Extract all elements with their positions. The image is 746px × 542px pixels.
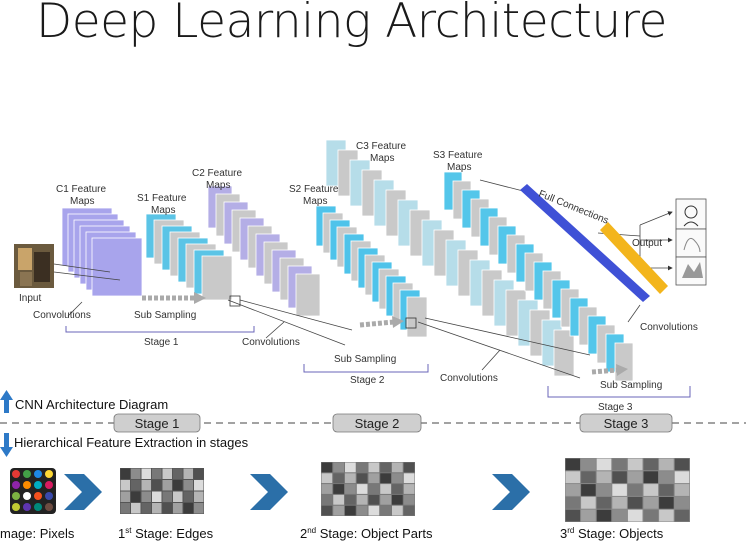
- objects-thumbnail: [565, 458, 690, 522]
- s1-label-line1: S1 Feature: [137, 193, 187, 204]
- legend-hierarchical: Hierarchical Feature Extraction in stage…: [14, 435, 249, 450]
- stage2-bracket-label: Stage 2: [350, 375, 385, 386]
- chevron-right-icon: [64, 474, 102, 510]
- convolutions-label-1: Convolutions: [33, 310, 91, 321]
- legend-cnn: CNN Architecture Diagram: [15, 397, 168, 412]
- s2-label-line1: S2 Feature: [289, 184, 339, 195]
- chevron-right-icon: [492, 474, 530, 510]
- down-arrow-icon: [0, 433, 13, 457]
- c1-label-line1: C1 Feature: [56, 184, 106, 195]
- objects-caption: 3rd Stage: Objects: [560, 526, 664, 541]
- subsampling-label-3: Sub Sampling: [600, 380, 662, 391]
- edges-caption: 1st Stage: Edges: [118, 526, 214, 541]
- svg-text:Stage 2: Stage 2: [355, 416, 400, 431]
- s3-label-line2: Maps: [447, 162, 471, 173]
- stage1-bracket-label: Stage 1: [144, 337, 179, 348]
- convolutions-label-4: Convolutions: [640, 322, 698, 333]
- object-parts-thumbnail: [321, 462, 415, 516]
- stage3-bracket-label: Stage 3: [598, 402, 633, 413]
- c3-label-line1: C3 Feature: [356, 141, 406, 152]
- s3-label-line1: S3 Feature: [433, 150, 483, 161]
- s2-label-line2: Maps: [303, 196, 327, 207]
- stage-bar-1: Stage 1: [114, 414, 200, 432]
- edges-thumbnail: [120, 468, 204, 514]
- c1-feature-maps: [62, 208, 142, 296]
- svg-text:Stage 3: Stage 3: [604, 416, 649, 431]
- c2-label-line2: Maps: [206, 180, 230, 191]
- stage-bar-2: Stage 2: [333, 414, 421, 432]
- object-parts-caption: 2nd Stage: Object Parts: [300, 526, 433, 541]
- pixels-caption: mage: Pixels: [0, 526, 75, 541]
- c3-label-line2: Maps: [370, 153, 394, 164]
- s1-label-line2: Maps: [151, 205, 175, 216]
- subsampling-label-1: Sub Sampling: [134, 310, 196, 321]
- chevron-right-icon: [250, 474, 288, 510]
- stage-bar-3: Stage 3: [580, 414, 672, 432]
- c1-label-line2: Maps: [70, 196, 94, 207]
- svg-text:Stage 1: Stage 1: [135, 416, 180, 431]
- output-images: [676, 199, 706, 285]
- input-image: [14, 244, 54, 288]
- convolutions-label-3: Convolutions: [440, 373, 498, 384]
- output-label: Output: [632, 238, 662, 249]
- convolutions-label-2: Convolutions: [242, 337, 300, 348]
- up-arrow-icon: [0, 390, 13, 413]
- subsampling-label-2: Sub Sampling: [334, 354, 396, 365]
- c2-label-line1: C2 Feature: [192, 168, 242, 179]
- input-label: Input: [19, 293, 41, 304]
- pixels-thumbnail: [10, 468, 56, 514]
